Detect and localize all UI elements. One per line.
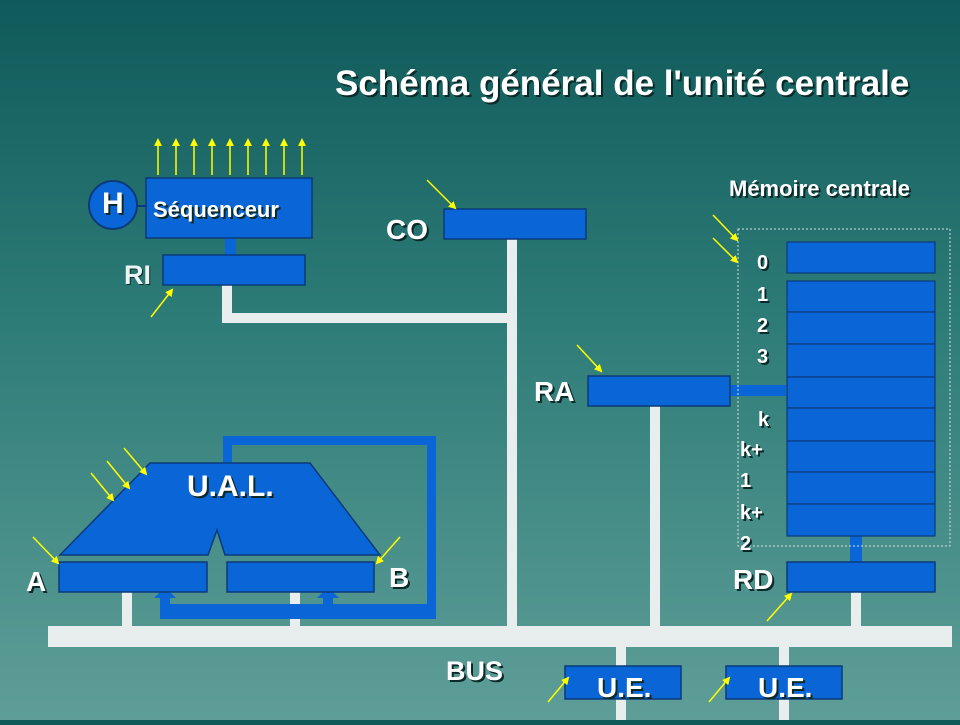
register-co-label: CO xyxy=(386,214,428,245)
connector-rd-bus xyxy=(851,590,861,628)
memory-address: k xyxy=(758,409,770,431)
clock-h xyxy=(88,180,138,230)
memory-cell xyxy=(786,407,936,442)
memory-address: 1 xyxy=(757,284,769,306)
memory-cell xyxy=(786,343,936,378)
connector-ra-bus xyxy=(650,406,660,628)
memory-cell xyxy=(786,440,936,473)
connector-ri-down xyxy=(222,285,232,323)
connector-ri-co xyxy=(222,313,517,323)
cmd-arrow-ri xyxy=(150,288,174,318)
cmd-arrow-rd xyxy=(766,592,793,622)
link-ra-mem xyxy=(730,385,786,396)
sequenceur-label: Séquenceur xyxy=(153,197,279,222)
connector-ue2-bus xyxy=(779,645,789,667)
input-arrows xyxy=(154,587,339,612)
ual-shape xyxy=(58,462,382,556)
register-a xyxy=(58,561,208,593)
register-ri-label: RI xyxy=(124,260,151,290)
register-ra-label: RA xyxy=(534,376,575,407)
cmd-arrow-ual-3 xyxy=(123,447,148,476)
memory-cell xyxy=(786,311,936,345)
cmd-arrow-ue2 xyxy=(708,676,731,703)
bus-bar xyxy=(48,626,952,647)
blue-links xyxy=(160,238,862,619)
register-b-label: B xyxy=(389,562,410,593)
memoire-frame xyxy=(737,228,951,547)
arrow-into-b xyxy=(317,587,339,612)
command-arrows xyxy=(32,179,793,703)
register-ri xyxy=(162,254,306,286)
memory-address: k+ 2 xyxy=(740,502,763,555)
register-co xyxy=(443,208,587,240)
memory-cell xyxy=(786,280,936,313)
cmd-arrow-mem-2 xyxy=(712,237,739,264)
memory-cells xyxy=(786,241,936,537)
arrow-into-a xyxy=(154,587,176,612)
memory-cell xyxy=(786,376,936,409)
cmd-arrow-mem-1 xyxy=(712,214,739,242)
memory-address: k+ 1 xyxy=(740,439,763,492)
connector-ue1-bus xyxy=(616,645,626,667)
cmd-arrow-ual-2 xyxy=(106,460,131,490)
cmd-arrow-co xyxy=(426,179,457,210)
sequenceur-block xyxy=(145,177,313,239)
ual-label: U.A.L. xyxy=(187,470,274,503)
register-rd-label: RD xyxy=(733,564,774,595)
cmd-arrow-ra xyxy=(576,344,603,373)
ue-label-1: U.E. xyxy=(597,672,652,703)
register-rd xyxy=(786,561,936,593)
memory-cell xyxy=(786,503,936,537)
clock-label: H xyxy=(102,187,124,220)
cmd-arrow-ual-1 xyxy=(90,472,115,502)
ue-box-2 xyxy=(725,665,843,700)
cmd-arrow-ue1 xyxy=(547,676,570,703)
page-title: Schéma général de l'unité centrale xyxy=(335,64,910,103)
control-signals xyxy=(154,138,306,175)
memory-address: 0 xyxy=(757,252,769,274)
cmd-arrow-b xyxy=(375,536,401,565)
cmd-arrow-a xyxy=(32,536,60,565)
ue-label-2: U.E. xyxy=(758,672,813,703)
memory-address: 2 xyxy=(757,315,769,337)
bus-label: BUS xyxy=(446,656,504,686)
memory-address: 3 xyxy=(757,346,769,368)
memory-cell xyxy=(786,471,936,505)
ue-box-1 xyxy=(564,665,682,700)
memoire-title: Mémoire centrale xyxy=(729,176,910,201)
connector-ue2-down xyxy=(779,698,789,720)
link-mem-rd xyxy=(850,535,862,563)
register-b xyxy=(226,561,375,593)
register-ra xyxy=(587,375,731,407)
connector-a-bus xyxy=(122,590,132,628)
link-seq-ri xyxy=(225,238,236,256)
memory-cell xyxy=(786,241,936,274)
connector-co-bus xyxy=(507,238,517,628)
connector-ue1-down xyxy=(616,698,626,720)
register-a-label: A xyxy=(26,566,47,597)
